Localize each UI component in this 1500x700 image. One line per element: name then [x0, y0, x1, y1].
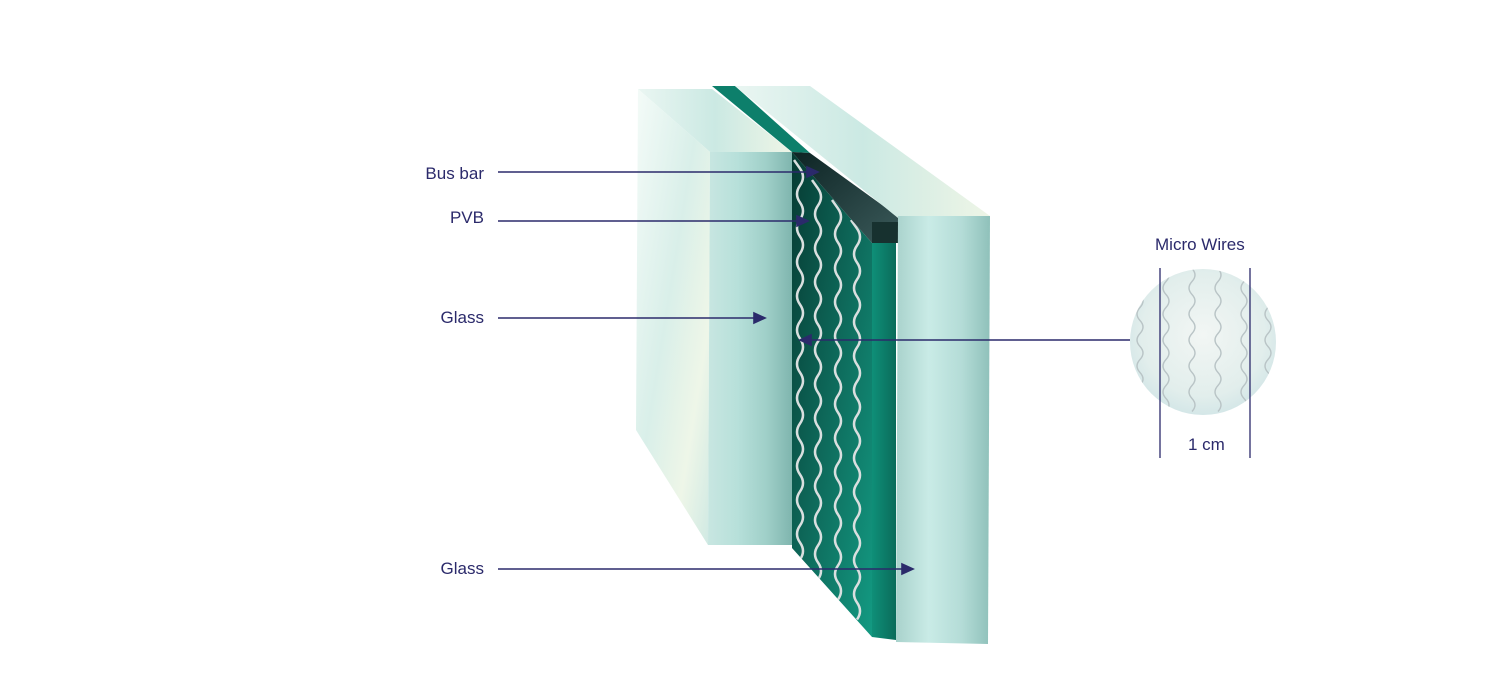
magnified-micro-wire — [1211, 269, 1222, 412]
front-glass-pane — [636, 89, 792, 545]
scale-label: 1 cm — [1188, 435, 1225, 454]
micro-wires-label: Micro Wires — [1155, 235, 1245, 254]
micro-wire — [849, 219, 862, 621]
micro-wire — [792, 159, 805, 629]
micro-wires-detail — [1130, 268, 1276, 458]
glass-back-label: Glass — [440, 559, 484, 578]
pvb-interlayer — [712, 86, 896, 640]
pvb-label: PVB — [449, 208, 484, 227]
bus-bar-label: Bus bar — [425, 164, 484, 183]
micro-wire — [830, 199, 843, 618]
leader-lines — [498, 165, 1130, 576]
glass-front-label: Glass — [440, 308, 484, 327]
magnified-micro-wire — [1159, 269, 1170, 412]
magnified-micro-wire — [1185, 269, 1196, 412]
back-glass-pane — [735, 86, 990, 644]
bus-bar — [792, 152, 900, 243]
micro-wire — [810, 179, 823, 632]
